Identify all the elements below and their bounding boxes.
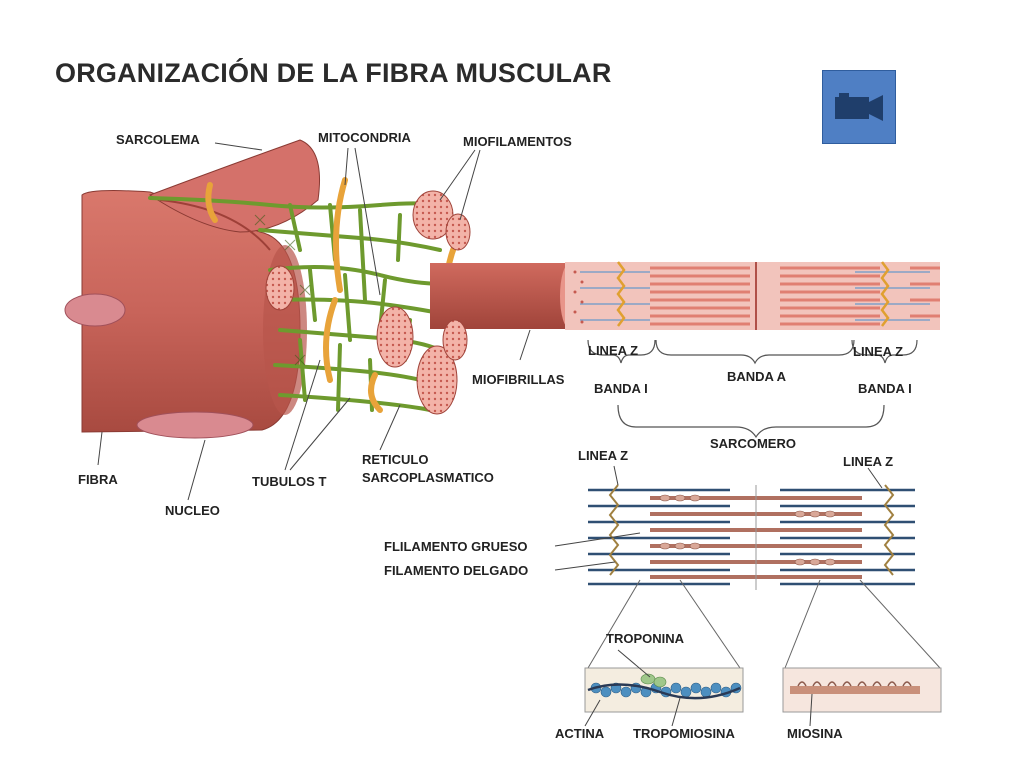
label-reticulo: RETICULO — [362, 452, 428, 467]
video-button[interactable] — [822, 70, 896, 144]
label-sarcolema: SARCOLEMA — [116, 132, 200, 147]
z-line-left — [616, 261, 626, 327]
muscle-fiber-illustration — [64, 139, 580, 439]
label-linea-z-upper-left: LINEA Z — [588, 343, 638, 358]
label-banda-i-right: BANDA I — [858, 381, 912, 396]
z-line-right — [880, 261, 890, 327]
troponin — [640, 673, 667, 688]
video-camera-icon — [835, 93, 883, 121]
label-fibra: FIBRA — [78, 472, 118, 487]
label-mitocondria: MITOCONDRIA — [318, 130, 412, 145]
band-braces — [587, 339, 918, 439]
label-actina: ACTINA — [555, 726, 605, 741]
tropomyosin-strand — [587, 683, 741, 700]
label-sarcomero: SARCOMERO — [710, 436, 796, 451]
label-banda-i-left: BANDA I — [594, 381, 648, 396]
myofibrils — [265, 190, 580, 415]
label-filamento-delgado: FILAMENTO DELGADO — [384, 563, 528, 578]
myosin-zoom-box — [782, 667, 942, 713]
label-filamento-grueso: FLILAMENTO GRUESO — [384, 539, 527, 554]
label-miofilamentos: MIOFILAMENTOS — [463, 134, 572, 149]
label-linea-z-upper-right: LINEA Z — [853, 344, 903, 359]
page-title: ORGANIZACIÓN DE LA FIBRA MUSCULAR — [55, 58, 612, 88]
label-miofibrillas: MIOFIBRILLAS — [472, 372, 565, 387]
label-nucleo: NUCLEO — [165, 503, 220, 518]
filament-detail — [587, 484, 941, 669]
label-linea-z-lower-left: LINEA Z — [578, 448, 628, 463]
label-linea-z-lower-right: LINEA Z — [843, 454, 893, 469]
nucleus — [136, 411, 254, 439]
sarcolemma-flap — [148, 139, 321, 233]
label-miosina: MIOSINA — [787, 726, 843, 741]
label-tropomiosina: TROPOMIOSINA — [633, 726, 735, 741]
z-line-lower-left — [608, 484, 620, 576]
label-banda-a: BANDA A — [727, 369, 787, 384]
label-troponina: TROPONINA — [606, 631, 685, 646]
actin-zoom-box — [584, 667, 744, 713]
z-line-lower-right — [883, 484, 895, 576]
label-tubulos-t: TUBULOS T — [252, 474, 326, 489]
label-sarcoplasmatico: SARCOPLASMATICO — [362, 470, 494, 485]
leader-lines — [97, 142, 883, 727]
sarcomere-band — [565, 261, 940, 330]
